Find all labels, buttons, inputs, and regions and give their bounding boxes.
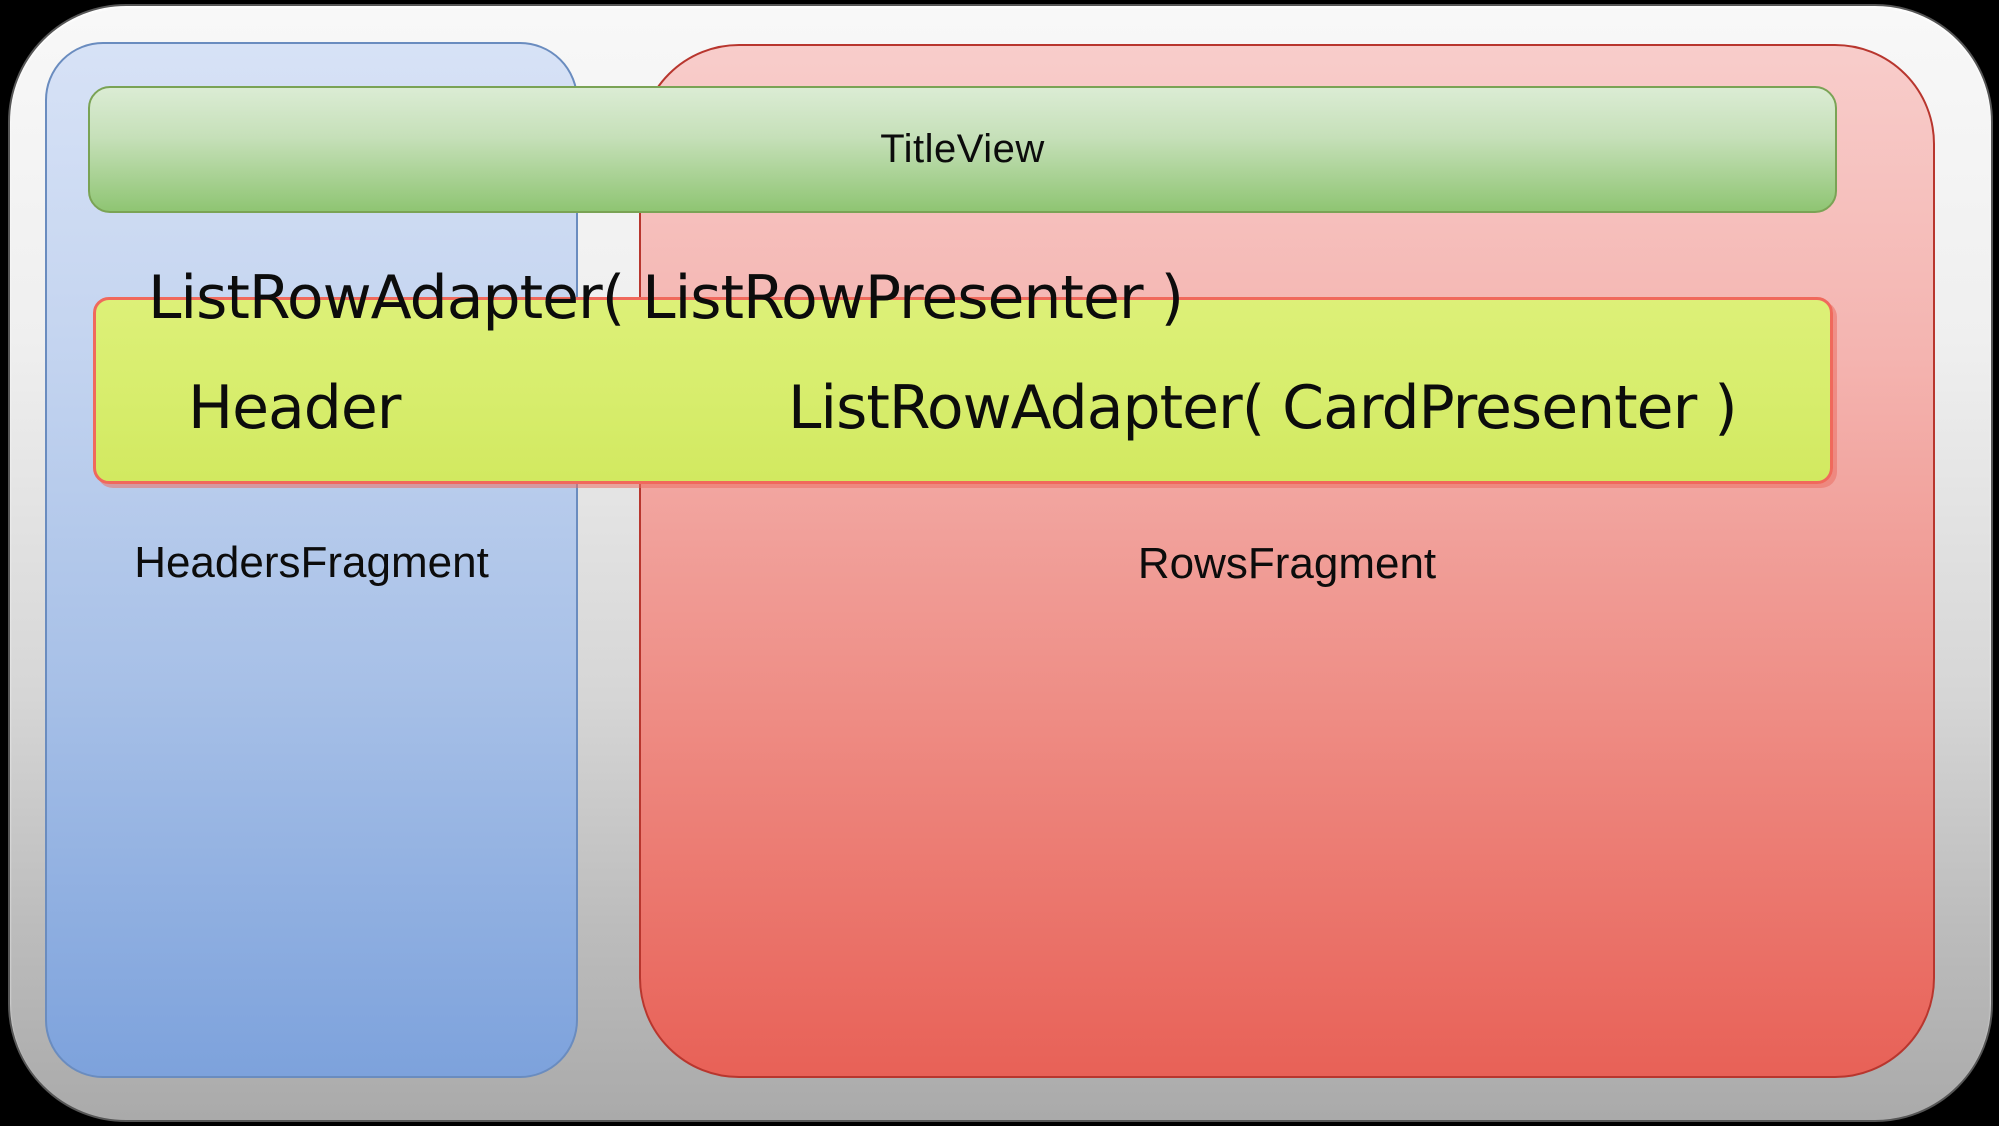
browse-frame: HeadersFragment RowsFragment TitleView H… [8, 4, 1993, 1122]
list-row-presenter-adapter-label: ListRowAdapter( ListRowPresenter ) [148, 263, 1184, 333]
rows-fragment-panel: RowsFragment [639, 44, 1935, 1078]
title-view-bar: TitleView [88, 86, 1837, 213]
title-view-label: TitleView [880, 127, 1045, 171]
list-row-bar: Header ListRowAdapter( CardPresenter ) [93, 297, 1833, 484]
headers-fragment-panel: HeadersFragment [45, 42, 578, 1078]
header-label: Header [188, 373, 401, 443]
card-presenter-adapter-label: ListRowAdapter( CardPresenter ) [788, 373, 1738, 443]
headers-fragment-label: HeadersFragment [134, 538, 489, 587]
rows-fragment-label: RowsFragment [1137, 539, 1437, 588]
